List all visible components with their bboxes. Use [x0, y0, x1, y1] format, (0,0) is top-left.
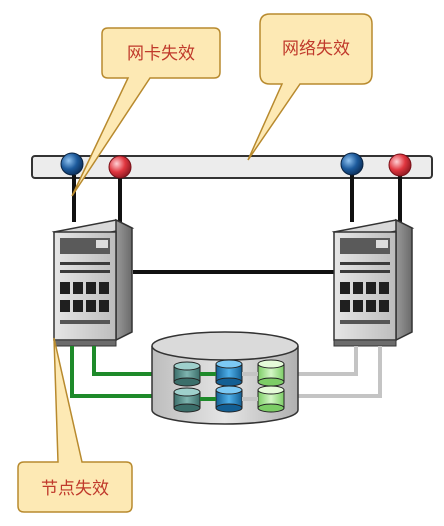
callout-network-failure: 网络失效	[247, 13, 373, 161]
callout-label-nic-failure: 网卡失效	[127, 44, 195, 64]
callout-node-failure: 节点失效	[17, 337, 133, 513]
disk-icon	[257, 359, 285, 387]
disk-icon	[215, 385, 243, 413]
network-bar	[31, 155, 433, 179]
disk-icon	[173, 361, 201, 387]
disk-icon	[257, 385, 285, 413]
nic-port-red-right	[388, 153, 412, 177]
disk-links-gray	[242, 372, 258, 401]
disk-links-green	[200, 372, 216, 401]
server-icon-left	[51, 218, 135, 347]
server-uplinks	[72, 175, 402, 222]
callout-label-node-failure: 节点失效	[41, 479, 109, 499]
storage-links-gray	[290, 346, 382, 398]
nic-port-blue-right	[340, 152, 364, 176]
disk-group	[173, 359, 285, 413]
nic-port-blue-left	[60, 152, 84, 176]
nic-port-red-left	[108, 155, 132, 179]
disk-icon	[215, 359, 243, 387]
disk-icon	[173, 387, 201, 413]
callout-nic-failure: 网卡失效	[71, 27, 221, 197]
storage-links-green	[70, 346, 178, 398]
server-icon-right	[331, 218, 415, 347]
callout-label-network-failure: 网络失效	[282, 39, 350, 59]
